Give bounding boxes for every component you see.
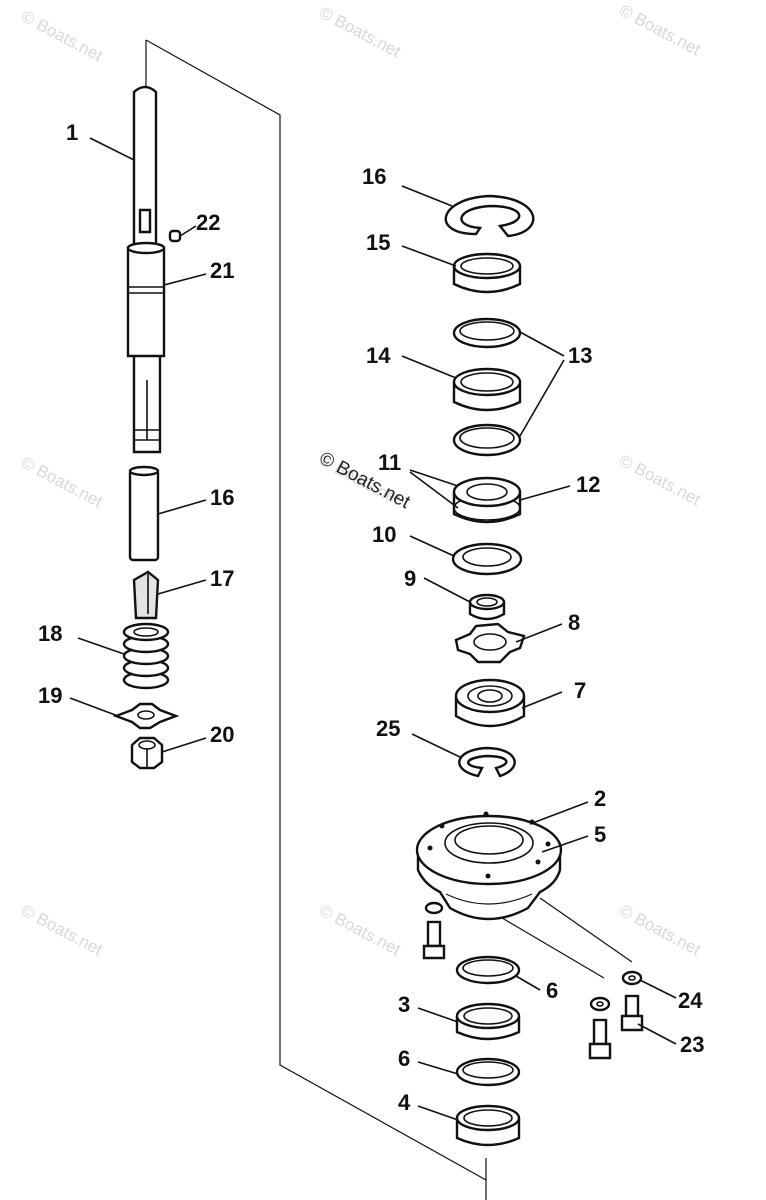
part-14-bushing [452, 367, 522, 412]
callout-5: 5 [594, 822, 606, 847]
watermark: © Boats.net [616, 451, 704, 510]
callout-15: 15 [366, 230, 390, 255]
watermark: © Boats.net [316, 3, 404, 62]
callout-2: 2 [594, 786, 606, 811]
callout-8: 8 [568, 610, 580, 635]
watermark: © Boats.net [18, 453, 106, 512]
callout-4: 4 [398, 1090, 411, 1115]
part-3-bushing [455, 1002, 521, 1041]
callout-9: 9 [404, 566, 416, 591]
callout-6-upper: 6 [546, 978, 558, 1003]
callout-13: 13 [568, 343, 592, 368]
callout-12: 12 [576, 472, 600, 497]
callout-1: 1 [66, 120, 78, 145]
watermark: © Boats.net [316, 901, 404, 960]
callout-21: 21 [210, 258, 234, 283]
part-6-ring-upper [455, 955, 521, 985]
watermark: © Boats.net [616, 901, 704, 960]
part-16-rod [128, 465, 160, 562]
callout-10: 10 [372, 522, 396, 547]
part-20-nut [130, 736, 164, 770]
part-7-bearing [454, 678, 526, 728]
watermark: © Boats.net [18, 901, 106, 960]
part-23-bolt-left [422, 920, 446, 960]
callout-16-right: 16 [362, 164, 386, 189]
part-9-spacer [468, 593, 506, 621]
callout-6-lower: 6 [398, 1046, 410, 1071]
part-10-washer [451, 542, 523, 576]
callout-16-left: 16 [210, 485, 234, 510]
part-23-bolt-right [620, 994, 644, 1032]
part-13-ring-upper [452, 317, 522, 349]
part-25-snap-ring [458, 746, 516, 778]
watermark: © Boats.net [616, 1, 704, 60]
part-22-pin [168, 229, 182, 243]
callouts: 1 22 21 16 17 18 19 20 16 15 14 13 11 12… [38, 120, 704, 1115]
callout-11: 11 [378, 450, 401, 475]
callout-17: 17 [210, 566, 234, 591]
callout-23: 23 [680, 1032, 704, 1057]
callout-22: 22 [196, 210, 220, 235]
callout-3: 3 [398, 992, 410, 1017]
part-16-snap-ring [444, 194, 535, 238]
part-24-washer-right [621, 970, 643, 986]
part-23-bolt-mid [588, 1018, 612, 1060]
watermark: © Boats.net [18, 7, 106, 66]
part-15-bushing [452, 252, 522, 294]
part-1-shaft [132, 85, 162, 454]
assembly-lines [145, 39, 633, 1200]
part-2-housing [415, 811, 563, 921]
callout-24: 24 [678, 988, 703, 1013]
callout-18: 18 [38, 621, 62, 646]
callout-20: 20 [210, 722, 234, 747]
part-18-spring [122, 622, 170, 690]
part-13-ring-lower [452, 423, 522, 457]
part-21-sleeve [126, 241, 166, 358]
leader-lines [69, 137, 677, 1121]
part-4-bushing [455, 1104, 521, 1147]
part-8-tab-washer [454, 622, 526, 664]
part-6-ring-lower [455, 1057, 521, 1087]
part-24-washer-left [424, 901, 444, 915]
part-19-tab-washer [112, 702, 180, 730]
callout-7: 7 [574, 678, 586, 703]
part-12-seal [452, 476, 522, 524]
callout-14: 14 [366, 343, 391, 368]
part-24-washer-mid [589, 996, 611, 1012]
callout-19: 19 [38, 683, 62, 708]
callout-25: 25 [376, 716, 400, 741]
part-17-key [132, 570, 160, 620]
